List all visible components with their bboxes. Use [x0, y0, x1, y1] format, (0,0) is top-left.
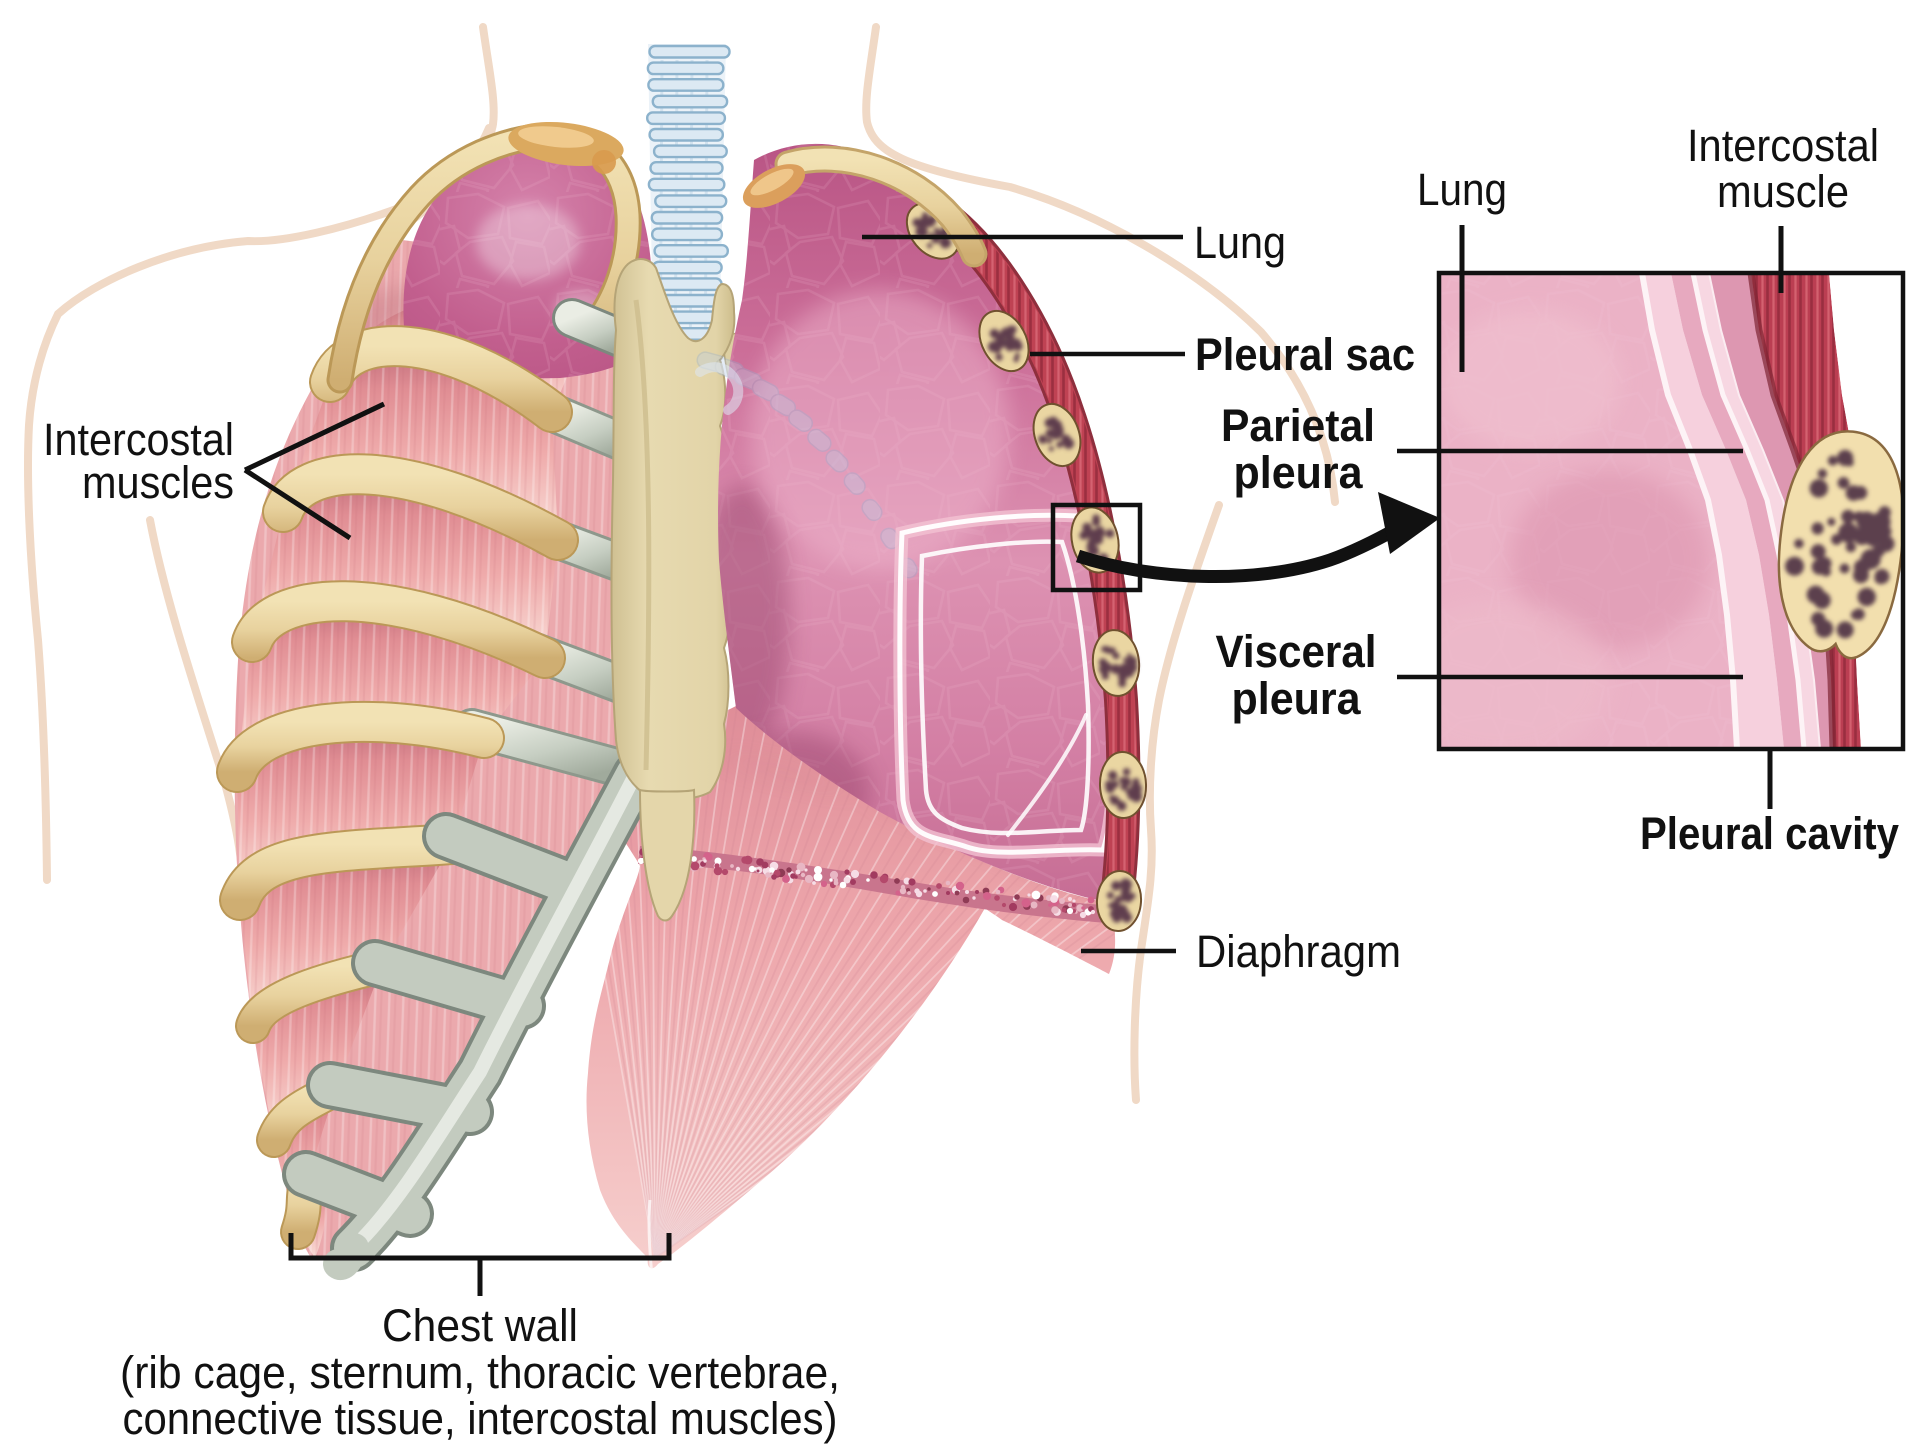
- svg-text:Pleural cavity: Pleural cavity: [1640, 808, 1899, 859]
- svg-text:Visceral: Visceral: [1216, 626, 1377, 677]
- svg-text:muscle: muscle: [1717, 166, 1849, 217]
- svg-text:Lung: Lung: [1417, 164, 1507, 215]
- svg-text:muscles: muscles: [82, 457, 234, 508]
- svg-text:Intercostal: Intercostal: [1687, 120, 1879, 171]
- svg-text:Parietal: Parietal: [1221, 400, 1375, 451]
- svg-text:Chest wall: Chest wall: [382, 1300, 578, 1351]
- svg-text:Intercostal: Intercostal: [43, 414, 234, 465]
- svg-text:pleura: pleura: [1234, 447, 1364, 498]
- svg-text:Pleural sac: Pleural sac: [1195, 329, 1415, 380]
- svg-text:(rib cage, sternum, thoracic v: (rib cage, sternum, thoracic vertebrae,: [120, 1347, 840, 1398]
- svg-text:Lung: Lung: [1194, 217, 1286, 268]
- svg-text:Diaphragm: Diaphragm: [1196, 926, 1401, 977]
- svg-text:connective tissue, intercostal: connective tissue, intercostal muscles): [123, 1393, 838, 1444]
- svg-text:pleura: pleura: [1232, 673, 1362, 724]
